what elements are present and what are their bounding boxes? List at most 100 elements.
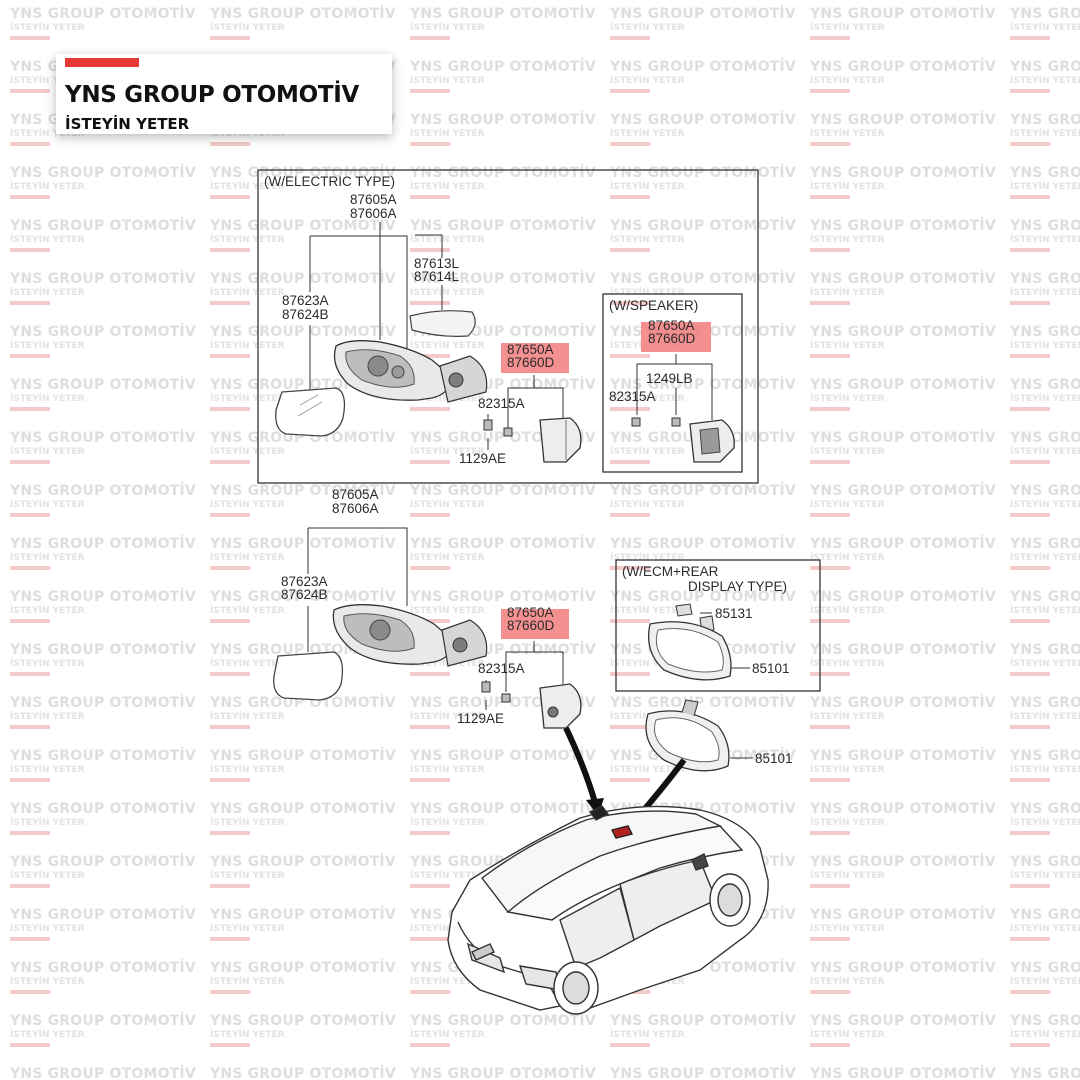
label-87650a-speaker: 87650A: [648, 318, 695, 333]
brand-accent-bar: [65, 58, 139, 67]
label-87614l: 87614L: [414, 269, 460, 284]
label-87650a: 87650A: [507, 342, 554, 357]
mirror-glass-electric: [275, 387, 346, 437]
label-87605a: 87605A: [350, 192, 397, 207]
pointer-arrow-side-mirror: [563, 726, 599, 807]
label-87650a-manual: 87650A: [507, 605, 554, 620]
label-87605a-manual: 87605A: [332, 487, 379, 502]
brand-header: YNS GROUP OTOMOTİV İSTEYİN YETER: [56, 54, 392, 134]
mirror-cover-manual: [539, 683, 582, 729]
car-illustration: [447, 805, 769, 1015]
mirror-glass-manual: [273, 651, 344, 701]
turn-signal-lens: [409, 310, 476, 337]
label-82315a: 82315A: [478, 396, 525, 411]
highlight-87650a-manual: [501, 609, 569, 639]
label-87623a: 87623A: [282, 293, 329, 308]
ecm-section-title-1: (W/ECM+REAR: [622, 564, 719, 579]
label-85101-ecm: 85101: [752, 661, 790, 676]
ecm-section-frame: [615, 559, 821, 692]
brand-slogan: İSTEYİN YETER: [65, 115, 190, 133]
mirror-cover-electric: [539, 417, 582, 463]
section-speaker: (W/SPEAKER) 87650A 87660D 1249LB 82315A: [602, 293, 743, 473]
ecm-section-title-2: DISPLAY TYPE): [688, 579, 787, 594]
label-1129ae-manual: 1129AE: [457, 711, 504, 726]
mirror-housing-manual: [332, 604, 488, 667]
section-electric: (W/ELECTRIC TYPE) 87605A 87606A 87613L 8…: [257, 169, 759, 484]
label-87660d-speaker: 87660D: [648, 331, 696, 346]
speaker-section-frame: [602, 293, 743, 473]
section-interior: 85101: [645, 699, 793, 772]
label-85101: 85101: [755, 751, 793, 766]
label-87623a-manual: 87623A: [281, 574, 328, 589]
label-87624b-manual: 87624B: [281, 587, 328, 602]
section-manual: 87605A 87606A 87623A 87624B 87650A 87660…: [273, 487, 582, 729]
brand-name: YNS GROUP OTOMOTİV: [65, 82, 360, 108]
speaker-section-title: (W/SPEAKER): [609, 298, 698, 313]
